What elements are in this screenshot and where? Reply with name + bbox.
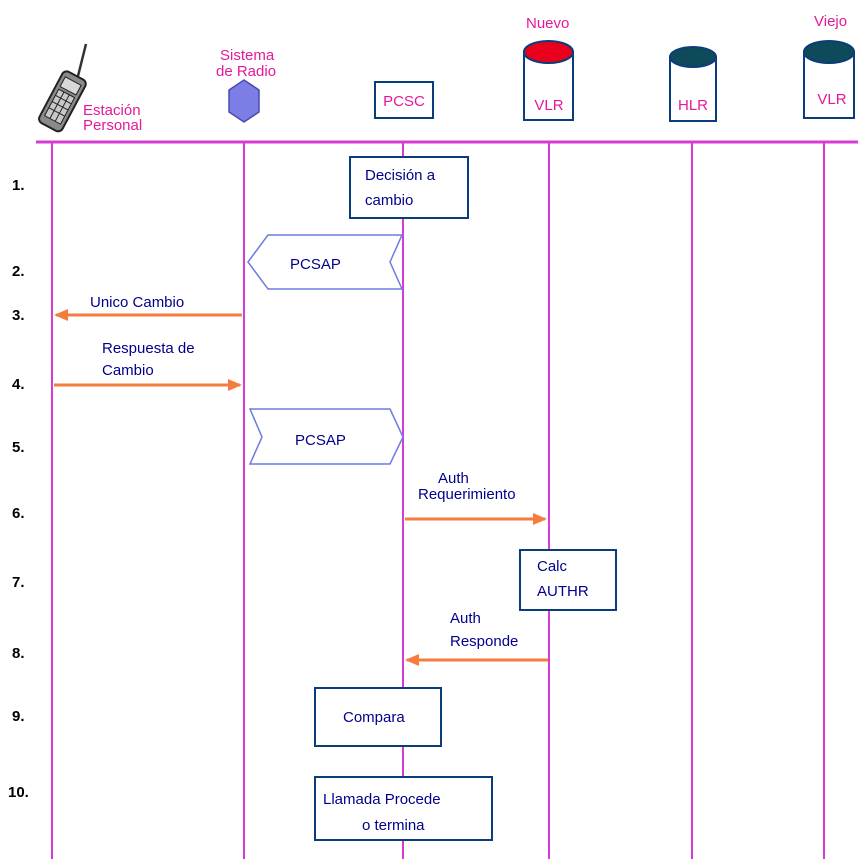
old-vlr-label: VLR — [817, 91, 846, 108]
pcsap-banner-right — [248, 408, 404, 465]
phone-label-line1: Estación — [83, 102, 141, 119]
unico-cambio-label: Unico Cambio — [90, 294, 184, 311]
llamada-line1: Llamada Procede — [323, 791, 441, 808]
step-number: 7. — [12, 574, 25, 591]
calc-authr-line1: Calc — [537, 558, 568, 575]
phone-icon — [38, 43, 88, 133]
auth-resp-label-line2: Responde — [450, 633, 518, 650]
step-number: 8. — [12, 645, 25, 662]
step-number: 5. — [12, 439, 25, 456]
llamada-line2: o termina — [362, 817, 425, 834]
radio-label-line1: Sistema — [220, 47, 275, 64]
auth-req-label-line1: Auth — [438, 470, 469, 487]
step-number: 4. — [12, 376, 25, 393]
hlr-label: HLR — [678, 97, 708, 114]
llamada-procede-box — [314, 776, 493, 841]
new-vlr-caption: Nuevo — [526, 15, 569, 32]
radio-label-line2: de Radio — [216, 63, 276, 80]
hlr-database-icon — [669, 46, 717, 122]
pcsap-banner-left — [247, 234, 404, 290]
calc-authr-box — [519, 549, 617, 611]
pcsc-node — [374, 81, 434, 119]
pcsap-label: PCSAP — [295, 432, 346, 449]
old-vlr-caption: Viejo — [814, 13, 847, 30]
pcsc-label: PCSC — [383, 93, 425, 110]
compara-label: Compara — [343, 709, 405, 726]
auth-req-label-line2: Requerimiento — [418, 486, 516, 503]
step-number: 3. — [12, 307, 25, 324]
step-number: 1. — [12, 177, 25, 194]
step-number: 9. — [12, 708, 25, 725]
pcsap-label: PCSAP — [290, 256, 341, 273]
new-vlr-label: VLR — [534, 97, 563, 114]
respuesta-label-line2: Cambio — [102, 362, 154, 379]
auth-resp-label-line1: Auth — [450, 610, 481, 627]
old-vlr-database-icon — [803, 40, 855, 119]
compara-box — [314, 687, 442, 747]
step-number: 10. — [8, 784, 29, 801]
decision-text-line1: Decisión a — [365, 167, 436, 184]
decision-text-line2: cambio — [365, 192, 413, 209]
radio-node-icon — [228, 79, 260, 123]
calc-authr-line2: AUTHR — [537, 583, 589, 600]
step-number: 2. — [12, 263, 25, 280]
phone-label-line2: Personal — [83, 117, 142, 134]
decision-box — [349, 156, 469, 219]
respuesta-label-line1: Respuesta de — [102, 340, 195, 357]
step-number: 6. — [12, 505, 25, 522]
new-vlr-database-icon — [523, 40, 574, 121]
